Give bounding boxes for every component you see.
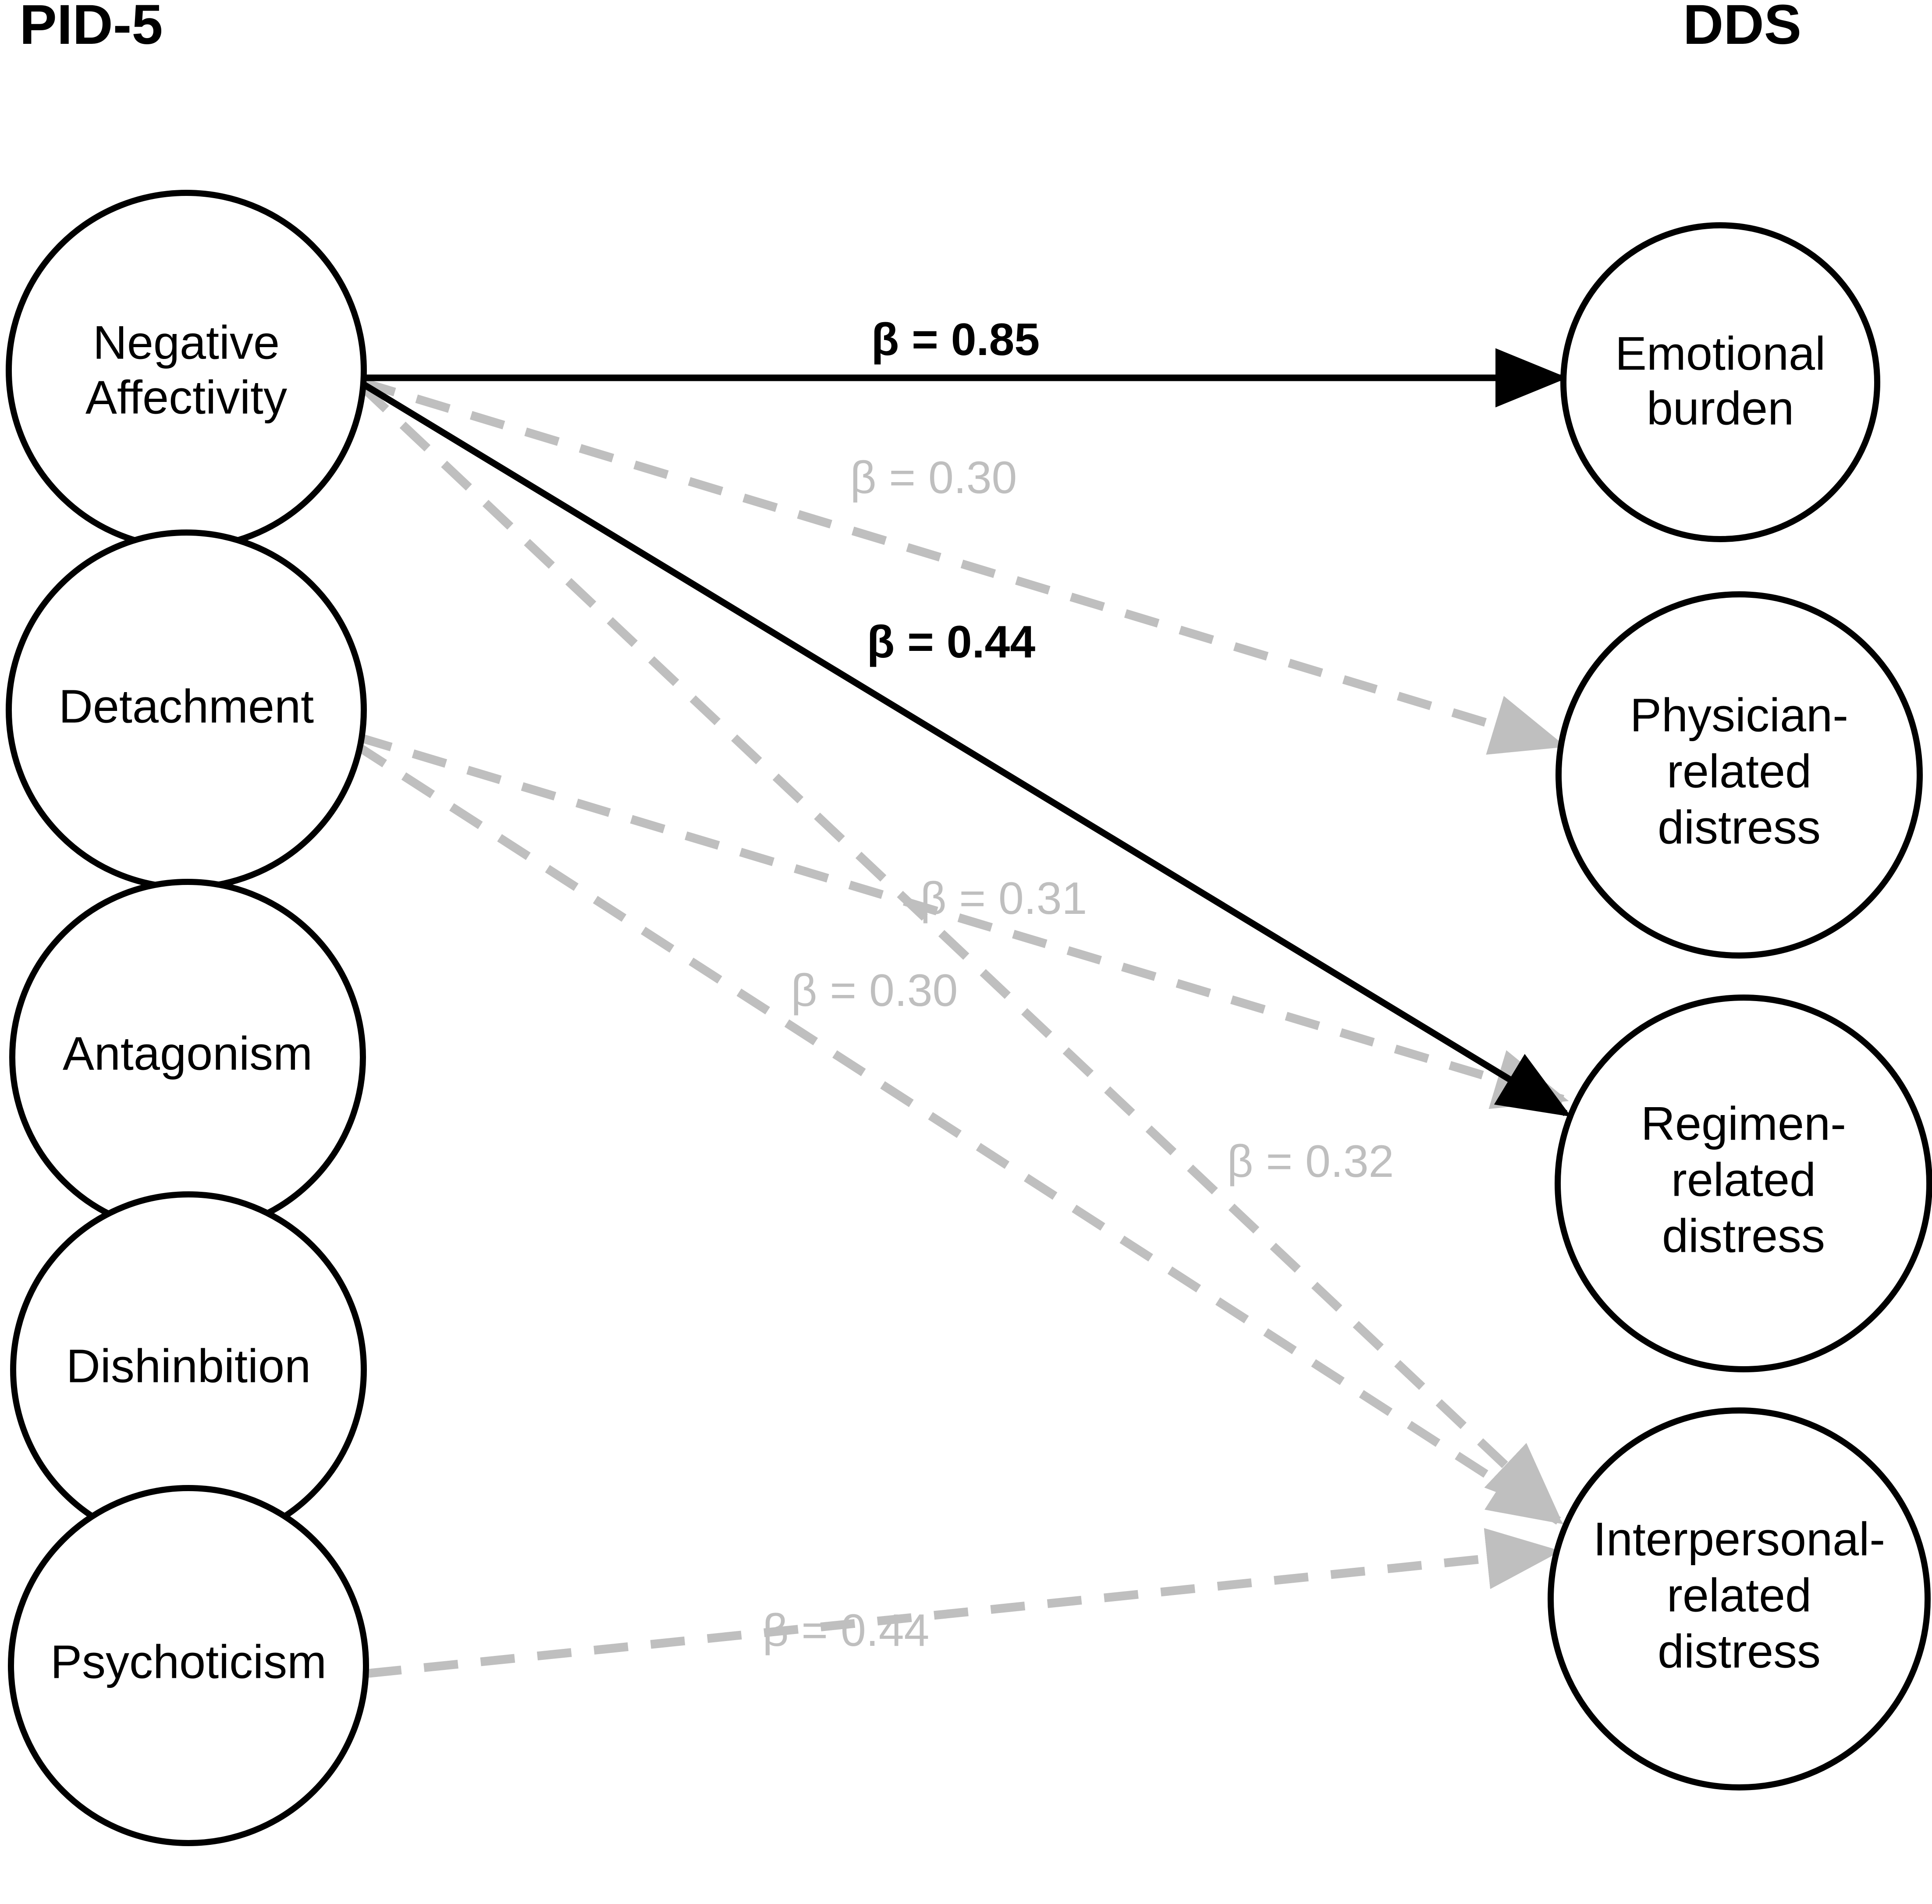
beta-label-na-to-physician: β = 0.30 — [850, 452, 1017, 503]
node-circle[interactable] — [8, 1485, 369, 1846]
edge-detachment-to-regimen[interactable] — [357, 733, 1569, 1109]
edge-na-to-physician[interactable] — [361, 378, 1566, 755]
node-label-line2: Affectivity — [85, 371, 287, 424]
edge-detachment-to-interpersonal[interactable] — [353, 741, 1564, 1525]
beta-label-layer: β = 0.85 β = 0.30 β = 0.44 β = 0.31 β = … — [763, 314, 1394, 1656]
node-dishinbition[interactable]: Dishinbition — [10, 1191, 367, 1548]
node-circle[interactable] — [1555, 995, 1932, 1372]
beta-label-na-to-regimen: β = 0.44 — [867, 617, 1036, 668]
node-label-line1: Detachment — [59, 680, 314, 733]
beta-label-na-to-interpersonal: β = 0.31 — [920, 873, 1087, 924]
node-emotional-burden[interactable]: Emotional burden — [1560, 222, 1880, 542]
node-negative-affectivity[interactable]: Negative Affectivity — [6, 190, 367, 551]
node-label-line2: related — [1667, 745, 1811, 798]
node-label-line1: Dishinbition — [66, 1339, 311, 1392]
node-circle[interactable] — [1556, 591, 1923, 959]
beta-label-na-to-emotional: β = 0.85 — [871, 314, 1040, 365]
node-label-line1: Psychoticism — [50, 1635, 327, 1688]
node-interpersonal-related-distress[interactable]: Interpersonal- related distress — [1548, 1407, 1931, 1790]
node-antagonism[interactable]: Antagonism — [9, 879, 366, 1236]
node-label-line1: Antagonism — [63, 1027, 313, 1080]
node-label-line3: distress — [1658, 1625, 1821, 1678]
node-regimen-related-distress[interactable]: Regimen- related distress — [1555, 995, 1932, 1372]
node-label-line2: related — [1671, 1153, 1816, 1206]
column-header-right: DDS — [1683, 0, 1801, 56]
node-label-line1: Regimen- — [1641, 1097, 1846, 1150]
node-label-line1: Interpersonal- — [1593, 1513, 1885, 1566]
node-circle[interactable] — [1560, 222, 1880, 542]
node-psychoticism[interactable]: Psychoticism — [8, 1485, 369, 1846]
node-label-line1: Emotional — [1615, 327, 1825, 380]
node-label-line2: burden — [1647, 382, 1794, 435]
node-physician-related-distress[interactable]: Physician- related distress — [1556, 591, 1923, 959]
outcome-nodes: Emotional burden Physician- related dist… — [1548, 222, 1932, 1790]
node-detachment[interactable]: Detachment — [6, 529, 367, 891]
edge-layer — [353, 348, 1571, 1678]
edge-na-to-regimen[interactable] — [361, 381, 1571, 1117]
node-circle[interactable] — [1548, 1407, 1931, 1790]
edge-psychoticism-to-interpersonal[interactable] — [366, 1528, 1561, 1678]
edge-na-to-interpersonal[interactable] — [358, 382, 1560, 1517]
column-header-left: PID-5 — [19, 0, 163, 56]
beta-label-detachment-to-interpersonal: β = 0.30 — [791, 965, 958, 1016]
node-label-line2: related — [1667, 1569, 1811, 1622]
beta-label-detachment-to-regimen: β = 0.32 — [1227, 1136, 1394, 1187]
predictor-nodes: Negative Affectivity Detachment Antagoni… — [6, 190, 369, 1846]
beta-label-psychoticism-to-interpersonal: β = 0.44 — [763, 1605, 930, 1656]
node-label-line3: distress — [1662, 1209, 1825, 1262]
node-label-line1: Negative — [93, 316, 280, 369]
node-label-line1: Physician- — [1630, 689, 1848, 742]
node-label-line3: distress — [1658, 801, 1821, 854]
